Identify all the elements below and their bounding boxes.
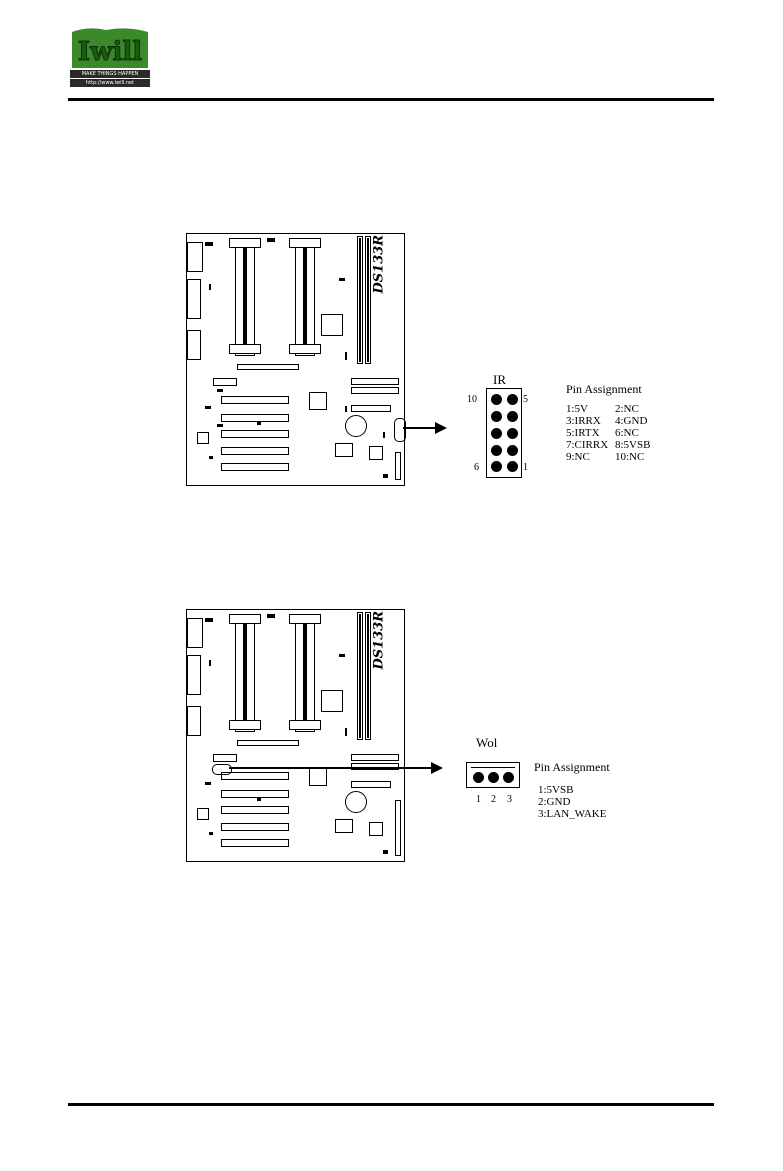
wol-pin-number: 1 [476,794,481,806]
wol-pin-text: 3:LAN_WAKE [538,808,606,820]
ir-pin-text: 5:IRTX [566,427,600,439]
header-rule [68,98,714,101]
wol-title: Wol [476,736,497,750]
ir-header-box [486,388,522,478]
wol-assignment-title: Pin Assignment [534,761,610,773]
ir-pin-text: 2:NC [615,403,639,415]
logo-url: http://www.iwill.net [72,80,148,86]
motherboard-diagram-top: DS133R [186,233,405,486]
ir-title: IR [493,373,506,387]
ir-pin-6-label: 6 [474,462,479,474]
ir-pin-text: 6:NC [615,427,639,439]
board-label: DS133R [372,630,387,670]
wol-connector: Wol 1 2 3 [466,732,536,812]
ir-pointer-arrow [403,420,448,436]
wol-header-box [466,762,520,788]
logo-tagline: MAKE THINGS HAPPEN [72,71,148,77]
wol-pin-text: 1:5VSB [538,784,573,796]
ir-pin-text: 10:NC [615,451,644,463]
ir-pin-text: 3:IRRX [566,415,601,427]
ir-pin-5-label: 5 [523,394,528,406]
svg-text:Iwill: Iwill [78,37,142,67]
board-label: DS133R [372,254,387,294]
footer-rule [68,1103,714,1106]
ir-pin-1-label: 1 [523,462,528,474]
ir-pin-10-label: 10 [467,394,477,406]
wol-pin-number: 3 [507,794,512,806]
wol-pin-assignment: Pin Assignment 1:5VSB 2:GND 3:LAN_WAKE [534,761,654,825]
ir-pin-text: 1:5V [566,403,588,415]
ir-pin-text: 9:NC [566,451,590,463]
wol-pin-number: 2 [491,794,496,806]
wol-pointer-arrow [229,761,445,777]
motherboard-diagram-bottom: DS133R [186,609,405,862]
wol-pin-text: 2:GND [538,796,570,808]
ir-assignment-title: Pin Assignment [566,383,642,395]
iwill-logo: Iwill MAKE THINGS HAPPEN http://www.iwil… [68,24,152,90]
ir-pin-text: 7:CIRRX [566,439,608,451]
ir-pin-text: 8:5VSB [615,439,650,451]
ir-pin-assignment: Pin Assignment 1:5V 2:NC 3:IRRX 4:GND 5:… [566,383,706,473]
ir-pin-text: 4:GND [615,415,647,427]
